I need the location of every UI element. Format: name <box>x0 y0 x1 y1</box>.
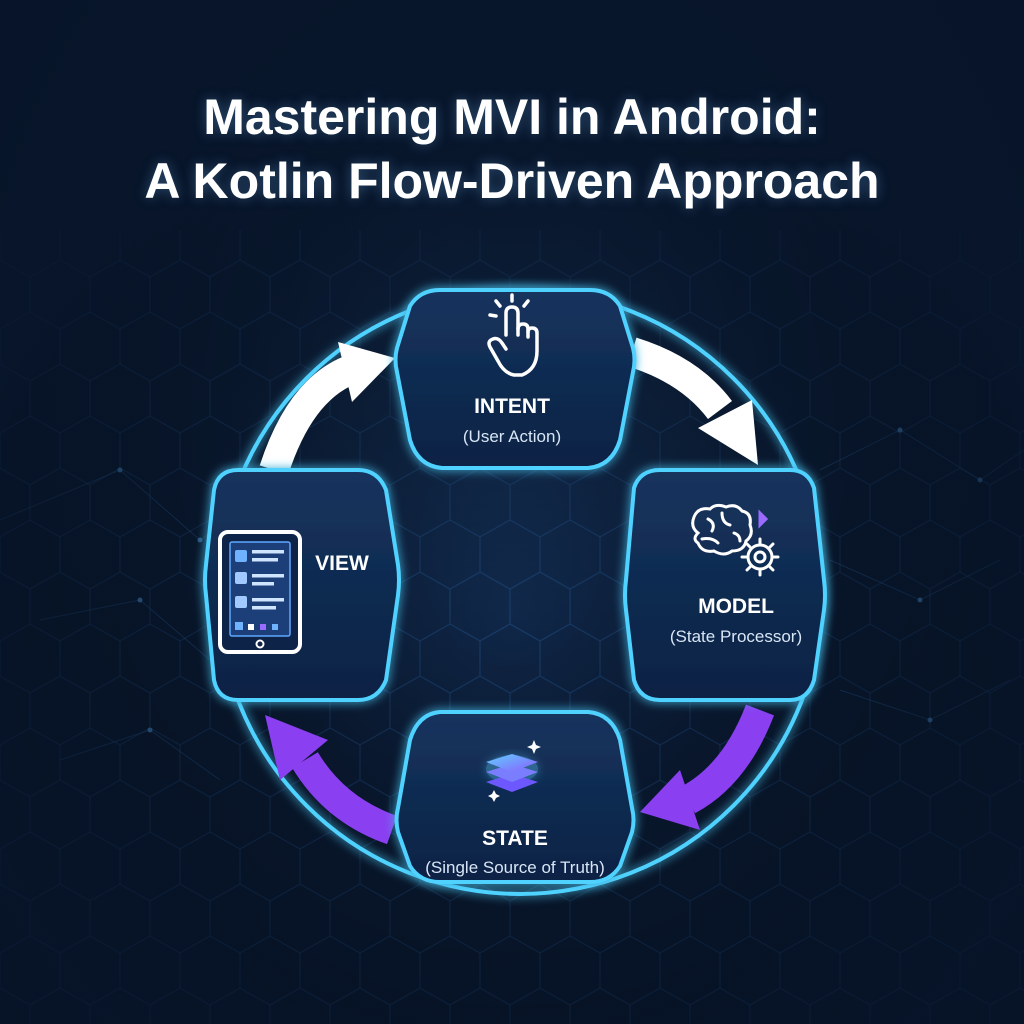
arrow-model-to-state <box>640 704 774 830</box>
tablet-icon <box>218 530 302 654</box>
view-label: VIEW <box>315 552 369 575</box>
model-sub: (State Processor) <box>670 627 802 646</box>
arrow-view-to-intent <box>259 342 395 475</box>
state-label: STATE <box>482 827 548 850</box>
intent-sub: (User Action) <box>463 427 561 446</box>
stacked-layers-icon <box>486 740 541 802</box>
intent-label: INTENT <box>474 395 550 418</box>
arrow-state-to-view <box>265 715 398 845</box>
title-line-1: Mastering MVI in Android: <box>203 89 821 145</box>
view-node: VIEW <box>203 468 401 702</box>
title-line-2: A Kotlin Flow-Driven Approach <box>144 153 880 209</box>
brain-gear-icon <box>691 503 780 577</box>
intent-node: INTENT (User Action) <box>393 288 637 470</box>
state-node: STATE (Single Source of Truth) <box>394 710 636 884</box>
model-node: MODEL (State Processor) <box>623 468 827 702</box>
arrow-intent-to-model <box>627 337 758 465</box>
hand-pointer-icon <box>487 293 539 377</box>
model-label: MODEL <box>698 595 774 618</box>
state-sub: (Single Source of Truth) <box>425 858 605 877</box>
